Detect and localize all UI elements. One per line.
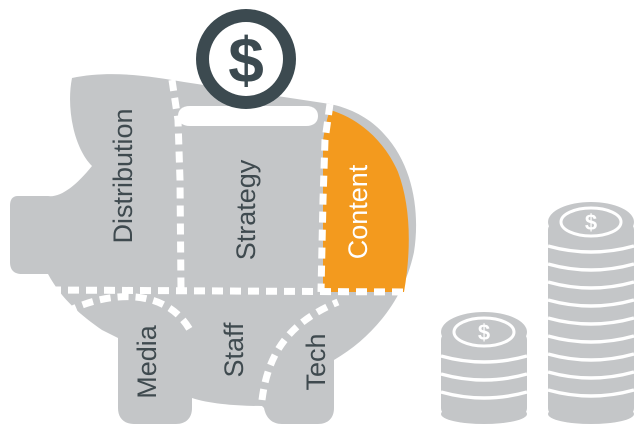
small-stack-dollar-symbol: $: [478, 320, 490, 345]
piggy-bank-icon: [10, 74, 417, 424]
piggy-body: [10, 74, 417, 424]
segment-label-content: Content: [343, 164, 373, 259]
segment-label-strategy: Strategy: [231, 159, 261, 260]
coin-stack-icon: $: [547, 202, 635, 424]
coin-stack-icon: $: [440, 312, 528, 424]
coin-dollar-symbol: $: [228, 24, 264, 96]
coin-slot: [178, 106, 318, 126]
content-segment: [323, 110, 409, 292]
segment-label-distribution: Distribution: [108, 108, 138, 243]
segment-label-tech: Tech: [301, 333, 331, 390]
seam-strategy-content: [317, 103, 334, 293]
seam-distribution-strategy: [168, 79, 185, 291]
segment-label-media: Media: [132, 324, 162, 399]
dollar-coin-icon: $: [196, 9, 296, 109]
segment-label-staff: Staff: [219, 322, 249, 378]
tall-stack-dollar-symbol: $: [585, 210, 597, 235]
seam-horizontal: [49, 286, 405, 296]
seam-staff-tech: [258, 298, 340, 401]
